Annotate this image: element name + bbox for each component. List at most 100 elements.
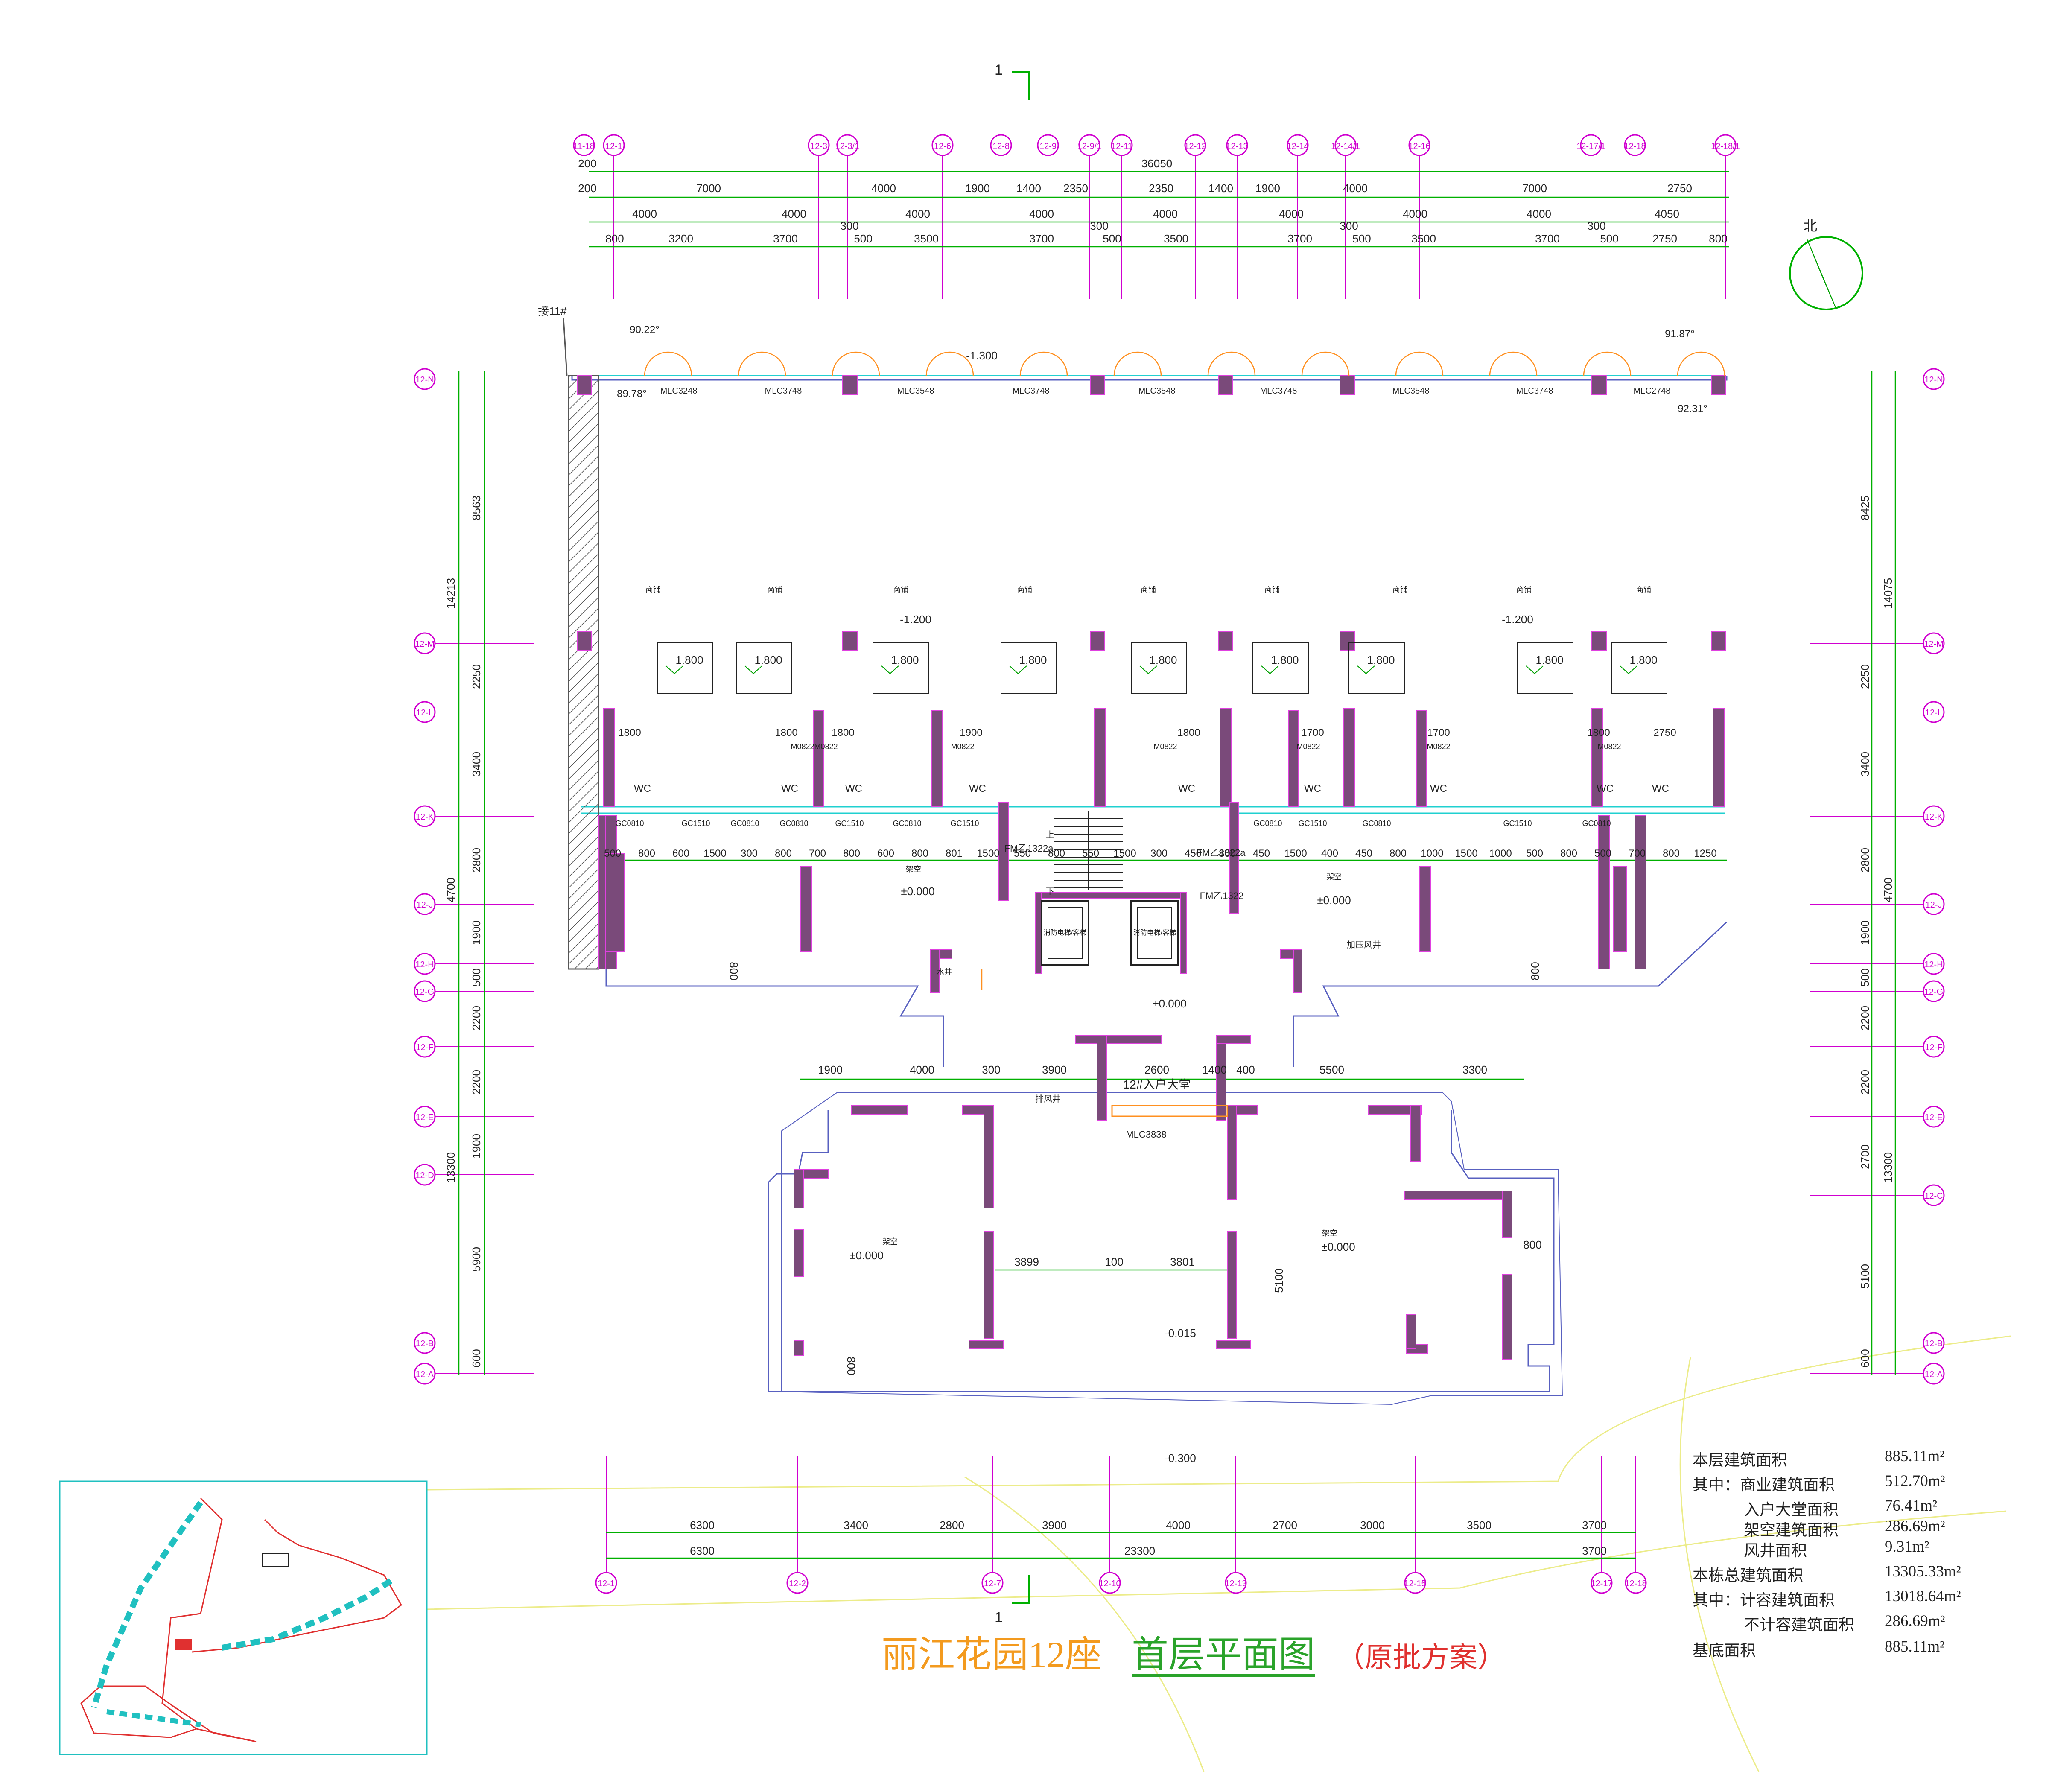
level-value: -0.300: [1165, 1452, 1196, 1465]
axis-bubble-top: [1184, 134, 1206, 156]
wall-segment: [1227, 1105, 1237, 1200]
dim-left: 2250: [470, 664, 483, 689]
stat-value: 512.70m²: [1885, 1472, 1945, 1490]
dim-bottom-row2: 6300: [690, 1544, 715, 1557]
wall-segment: [1406, 1314, 1416, 1349]
dim-right-total: 14075: [1882, 578, 1894, 609]
dim-left: 2200: [470, 1070, 483, 1094]
stat-label: 其中：计容建筑面积: [1693, 1592, 1835, 1609]
axis-bubble-left: [414, 893, 436, 915]
dim-corridor: 1500: [703, 848, 726, 859]
shop-label: 商铺: [1264, 586, 1280, 594]
level-value: 1.800: [754, 654, 782, 666]
axis-label-bottom: 12-1: [598, 1579, 615, 1588]
dim-top-row2: 4000: [1403, 207, 1427, 220]
wall-segment: [930, 949, 940, 993]
wall-segment: [1097, 1035, 1107, 1121]
wall-segment: [1216, 1340, 1251, 1349]
axis-bubble-right: [1923, 1184, 1945, 1206]
dim-corridor: 300: [1150, 848, 1168, 859]
axis-bubble-top: [573, 134, 595, 156]
axis-bubble-left: [414, 980, 436, 1002]
dim-left: 8563: [470, 496, 483, 520]
shop-label: 商铺: [645, 586, 661, 594]
dim-wc-width: 1700: [1301, 727, 1324, 738]
dim-top-row1: 4000: [871, 182, 896, 195]
stair-down: 下: [1046, 887, 1054, 896]
dim-interior: 800: [1529, 962, 1541, 980]
axis-bubble-top: [990, 134, 1012, 156]
axis-bubble-left: [414, 1363, 436, 1385]
wall-segment: [1404, 1191, 1512, 1200]
dim-right: 2200: [1859, 1006, 1871, 1030]
level-value: ±0.000: [901, 885, 934, 898]
dim-right: 500: [1859, 968, 1871, 986]
axis-label-right: 12-E: [1925, 1113, 1943, 1122]
stair-up: 上: [1046, 830, 1054, 840]
wc-label: WC: [1597, 783, 1614, 794]
display-box: [736, 642, 792, 694]
axis-bubble-bottom: [595, 1572, 617, 1594]
dim-top-row3: 500: [854, 232, 872, 245]
dim-top-row2: 4000: [1527, 207, 1551, 220]
axis-bubble-top: [1226, 134, 1248, 156]
door-swing: [1325, 351, 1350, 376]
wall-segment: [1293, 949, 1302, 993]
dim-top-row1: 1400: [1016, 182, 1041, 195]
level-value: -1.300: [966, 349, 998, 362]
open-area-label: 架空: [1326, 873, 1342, 881]
wall-segment: [1635, 815, 1646, 969]
dim-bottom-row1: 3900: [1042, 1519, 1067, 1532]
dim-corridor: 1000: [1421, 848, 1443, 859]
axis-label-bottom: 12-17: [1591, 1579, 1612, 1588]
dim-top-row2: 4050: [1655, 207, 1679, 220]
door-swing: [1419, 351, 1444, 376]
dim-top-row1: 2750: [1667, 182, 1692, 195]
dim-top-row3: 800: [1709, 232, 1727, 245]
level-marker: [1526, 665, 1544, 674]
door-swing: [925, 351, 950, 376]
stat-value: 286.69m²: [1885, 1518, 1945, 1535]
wc-label: WC: [781, 783, 798, 794]
axis-bubble-right: [1923, 1106, 1945, 1128]
dim-corridor: 1000: [1489, 848, 1512, 859]
dim-top-row3: 3700: [1287, 232, 1312, 245]
dim-interior: 800: [1523, 1238, 1541, 1251]
wall-segment: [1216, 1035, 1251, 1044]
dim-left: 1900: [470, 920, 483, 945]
axis-label-right: 12-M: [1924, 639, 1944, 649]
column: [1591, 375, 1607, 395]
dim-top-row3: 500: [1352, 232, 1371, 245]
axis-bubble-right: [1923, 893, 1945, 915]
dim-left: 5900: [470, 1247, 483, 1272]
dim-bottom-row1: 2700: [1273, 1519, 1297, 1532]
door-tag: M0822: [814, 742, 838, 751]
axis-label-bottom: 12-10: [1099, 1579, 1121, 1588]
wall-segment: [851, 1105, 908, 1115]
stat-value: 76.41m²: [1885, 1497, 1938, 1515]
axis-label-top: 12-18: [1624, 142, 1646, 151]
axis-bubble-bottom: [1404, 1572, 1426, 1594]
stat-label: 本层建筑面积: [1693, 1452, 1787, 1469]
dim-corridor: 800: [911, 848, 928, 859]
door-tag: FM乙1322: [1200, 890, 1244, 901]
dim-wc-width: 2750: [1653, 727, 1676, 738]
axis-bubble-top: [836, 134, 858, 156]
stat-label: 风井面积: [1744, 1542, 1807, 1560]
axis-label-right: 12-K: [1925, 812, 1943, 822]
column: [1218, 631, 1233, 651]
axis-bubble-right: [1923, 953, 1945, 975]
dim-top-row3: 3500: [1164, 232, 1188, 245]
window-tag: MLC3548: [897, 386, 934, 396]
display-box: [657, 642, 713, 694]
wall-segment: [998, 802, 1009, 901]
axis-label-right: 12-G: [1924, 987, 1943, 997]
window-tag: MLC2748: [1634, 386, 1671, 396]
window-tag-lower: GC0810: [1253, 819, 1282, 828]
window-tag-lower: GC0810: [730, 819, 759, 828]
door-swing: [1301, 351, 1326, 376]
dim-corridor: 800: [1048, 848, 1065, 859]
axis-label-bottom: 12-15: [1404, 1579, 1426, 1588]
section-number-bottom: 1: [995, 1609, 1003, 1626]
